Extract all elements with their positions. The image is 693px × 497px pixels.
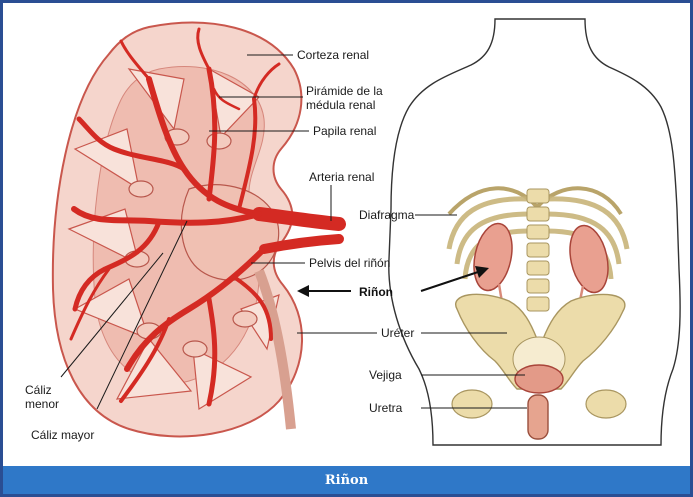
label-rinon: Riñon xyxy=(359,285,393,299)
label-piramide-line2: médula renal xyxy=(306,98,375,112)
label-corteza-renal: Corteza renal xyxy=(297,48,369,62)
kidney-cross-section xyxy=(53,23,339,437)
torso-illustration xyxy=(389,19,680,445)
left-femur-head xyxy=(452,390,492,418)
caption-title: Riñon xyxy=(325,473,368,488)
label-uretra: Uretra xyxy=(369,401,403,415)
kidney-anatomy-illustration: Corteza renal Pirámide de la médula rena… xyxy=(9,9,684,459)
bladder xyxy=(515,365,563,393)
label-arteria-renal: Arteria renal xyxy=(309,170,374,184)
urethra-organ xyxy=(528,395,548,439)
label-caliz-mayor: Cáliz mayor xyxy=(31,428,94,442)
caption-bar: Riñon xyxy=(3,466,690,494)
label-caliz-menor-line1: Cáliz xyxy=(25,383,52,397)
right-femur-head xyxy=(586,390,626,418)
label-diafragma: Diafragma xyxy=(359,208,415,222)
label-vejiga: Vejiga xyxy=(369,368,402,382)
label-piramide-line1: Pirámide de la xyxy=(306,84,383,98)
label-ureter: Uréter xyxy=(381,326,414,340)
label-pelvis-rinon: Pelvis del riñón xyxy=(309,256,390,270)
label-caliz-menor-line2: menor xyxy=(25,397,59,411)
spine xyxy=(527,189,549,311)
label-papila-renal: Papila renal xyxy=(313,124,376,138)
